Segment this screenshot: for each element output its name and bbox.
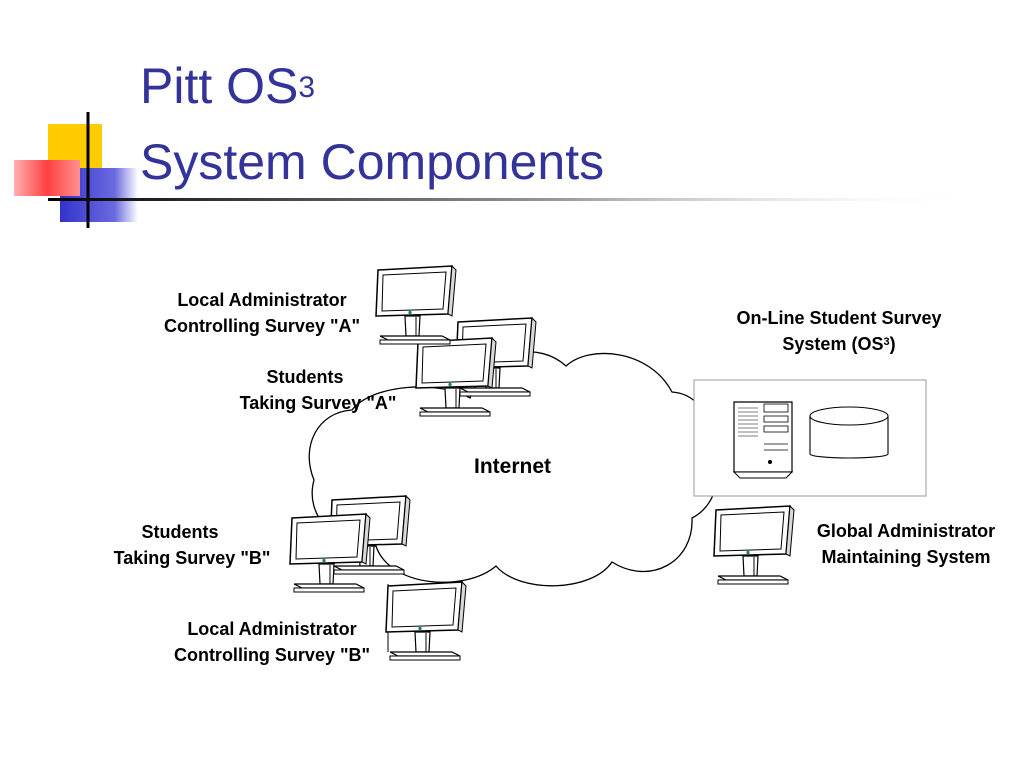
label-line: Taking Survey "A" [239, 393, 397, 413]
page-subtitle: System Components [140, 134, 605, 190]
label-line: Controlling Survey "B" [173, 645, 371, 665]
title-main: Pitt OS [140, 58, 299, 114]
label-line: System (OS3) [782, 334, 896, 354]
internet-cloud [308, 351, 719, 587]
label-line: Students [141, 522, 219, 542]
label-line: On-Line Student Survey [736, 308, 942, 328]
monitor-icon [385, 581, 467, 661]
local-admin-b-label: Local Administrator Controlling Survey "… [152, 616, 392, 668]
internet-label: Internet [474, 455, 552, 478]
title-decoration [14, 112, 978, 228]
label-line: Students [266, 367, 344, 387]
monitor-icon [375, 265, 457, 345]
global-admin-label: Global Administrator Maintaining System [796, 518, 1016, 570]
server-tower-icon [732, 401, 794, 479]
database-icon [809, 406, 889, 459]
local-admin-a-label: Local Administrator Controlling Survey "… [144, 287, 380, 339]
deco-red-square [14, 160, 80, 196]
label-line: Local Administrator [177, 290, 347, 310]
label-line: Local Administrator [187, 619, 357, 639]
title-rule [48, 198, 978, 201]
students-b-label: Students Taking Survey "B" [92, 519, 292, 571]
title-superscript: 3 [298, 71, 316, 104]
monitor-icon [713, 505, 795, 585]
students-a-label: Students Taking Survey "A" [218, 364, 418, 416]
label-line: Taking Survey "B" [113, 548, 271, 568]
label-line: Controlling Survey "A" [163, 316, 361, 336]
label-line: Global Administrator [816, 521, 996, 541]
monitor-icon [289, 513, 371, 593]
os3-system-label: On-Line Student Survey System (OS3) [704, 305, 974, 357]
page-title: Pitt OS3 [140, 56, 315, 116]
label-line: Maintaining System [821, 547, 991, 567]
